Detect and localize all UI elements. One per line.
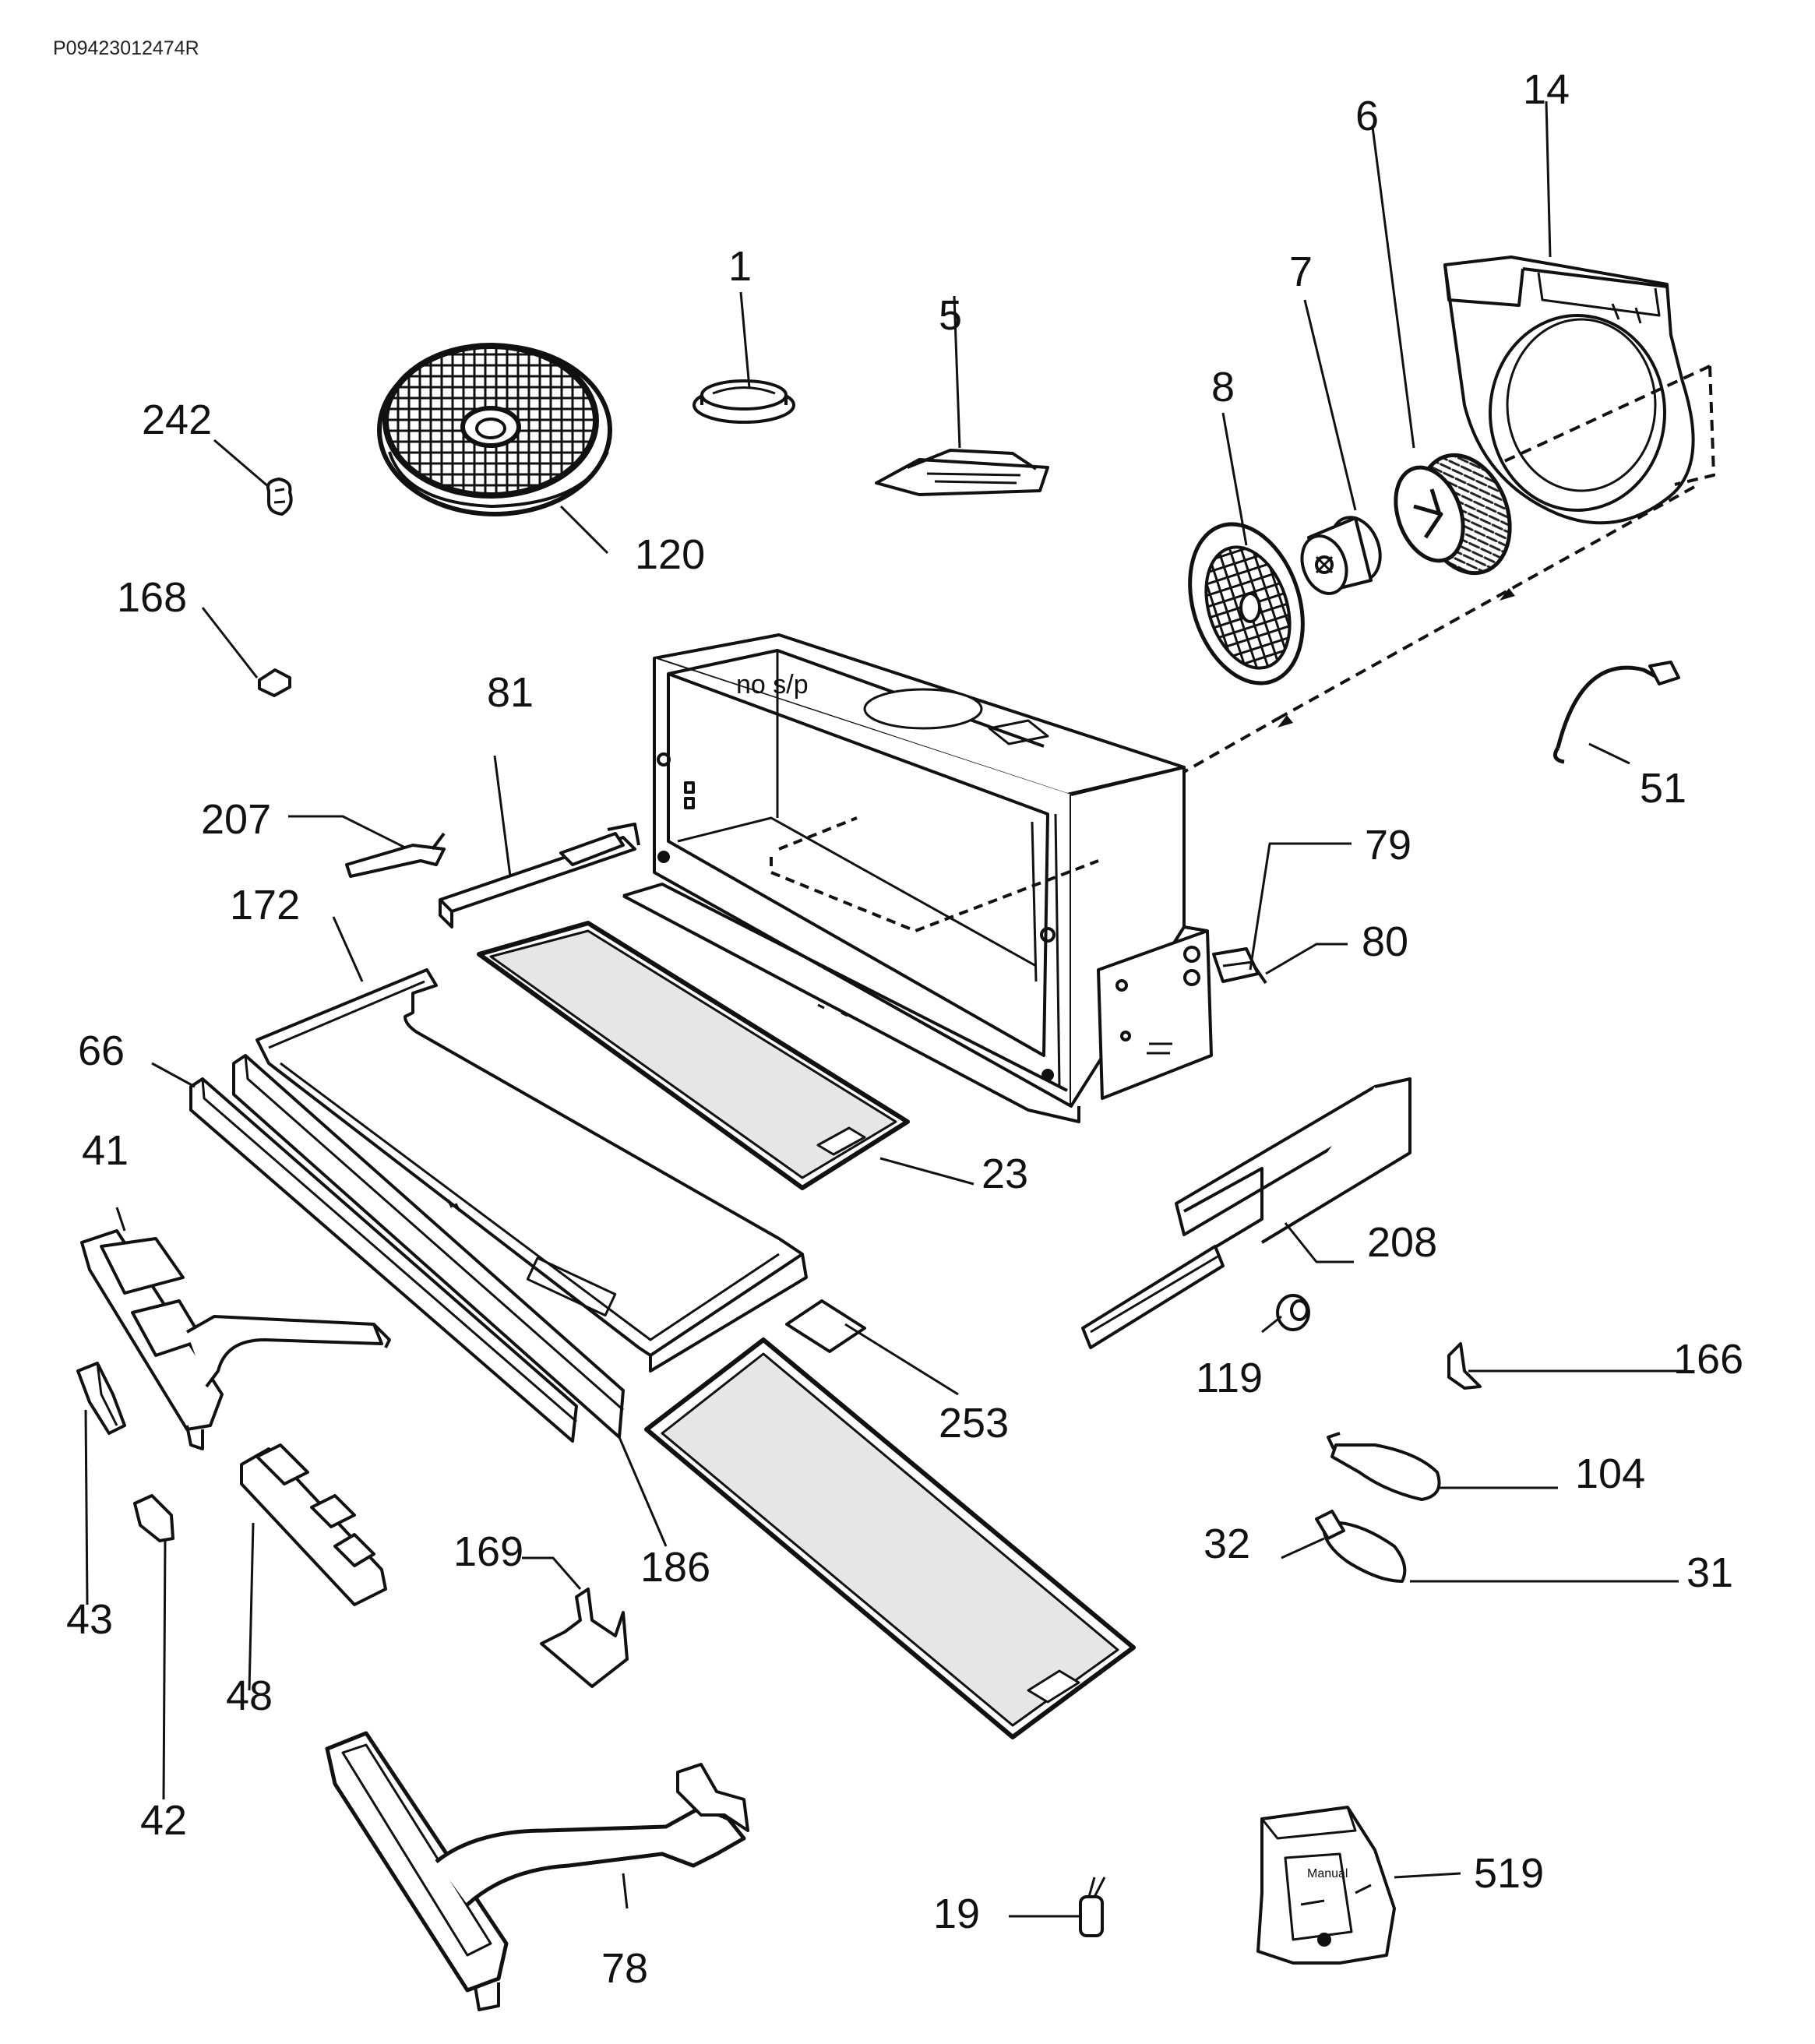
callout-51: 51 (1640, 765, 1687, 812)
motor-7 (1300, 516, 1382, 595)
callout-172: 172 (230, 882, 301, 929)
hood-housing-body (622, 633, 1186, 1123)
callout-79: 79 (1365, 822, 1412, 869)
callout-42: 42 (140, 1797, 188, 1844)
lamp-cover-104 (1327, 1432, 1441, 1501)
parts-bag-519 (1256, 1806, 1396, 1965)
callout-168: 168 (117, 574, 188, 621)
callout-104: 104 (1575, 1450, 1646, 1497)
flap-5 (875, 449, 1049, 496)
bracket-169 (540, 1588, 629, 1688)
blower-housing-14 (1443, 256, 1695, 525)
rail-81 (439, 823, 640, 929)
callout-119: 119 (1196, 1355, 1263, 1401)
callout-31: 31 (1686, 1549, 1734, 1596)
callout-48: 48 (226, 1672, 273, 1719)
plate-253 (785, 1299, 866, 1353)
clip-166 (1447, 1342, 1482, 1390)
callout-208: 208 (1367, 1219, 1438, 1266)
trim-186 (232, 1054, 625, 1439)
bracket-207 (345, 832, 446, 878)
no-spare-part-note: no s/p (736, 670, 809, 700)
callout-43: 43 (66, 1596, 114, 1643)
cap-1 (693, 379, 795, 424)
frame-172 (256, 968, 808, 1373)
callout-166: 166 (1673, 1336, 1744, 1383)
callout-120: 120 (635, 531, 706, 578)
callout-80: 80 (1362, 918, 1409, 965)
fan-grille-8 (1188, 522, 1305, 685)
capacitor-19 (1079, 1877, 1106, 1937)
bracket-48 (240, 1443, 387, 1606)
callout-66: 66 (78, 1027, 125, 1074)
clip-242 (266, 478, 293, 516)
slide-rail-208 (1081, 1077, 1411, 1349)
callout-253: 253 (939, 1400, 1010, 1447)
document-id: P09423012474R (53, 37, 199, 59)
callout-81: 81 (487, 669, 534, 716)
grease-filter-23 (477, 921, 910, 1190)
cable-51 (1552, 661, 1680, 764)
knob-119 (1276, 1294, 1310, 1331)
callout-14: 14 (1523, 66, 1570, 113)
callout-6: 6 (1355, 93, 1380, 139)
callout-7: 7 (1289, 248, 1313, 295)
control-panel (1097, 925, 1213, 1100)
inner-dashed-path (770, 816, 1099, 932)
bulb-31-32 (1315, 1510, 1407, 1583)
grease-filter-lower (644, 1337, 1136, 1739)
callout-169: 169 (453, 1528, 524, 1575)
clip-42 (133, 1494, 174, 1542)
manual-label: Manual (1307, 1867, 1348, 1880)
callout-186: 186 (640, 1544, 711, 1591)
callout-5: 5 (939, 292, 963, 339)
callout-207: 207 (201, 796, 272, 843)
clip-168 (258, 668, 291, 697)
callout-19: 19 (933, 1891, 981, 1937)
callout-242: 242 (142, 396, 213, 443)
bracket-41 (80, 1229, 391, 1450)
switch-79-80 (1212, 947, 1267, 985)
callout-8: 8 (1211, 364, 1235, 411)
callout-78: 78 (601, 1945, 649, 1992)
leader-lines (84, 100, 1686, 1918)
callout-41: 41 (82, 1127, 129, 1174)
callout-32: 32 (1204, 1521, 1251, 1567)
clip-43 (76, 1362, 126, 1435)
callout-23: 23 (982, 1151, 1029, 1197)
callout-1: 1 (728, 243, 752, 290)
impeller-6 (1394, 453, 1512, 576)
carbon-filter-120 (377, 343, 612, 516)
trim-66 (189, 1077, 578, 1443)
bracket-78 (325, 1731, 749, 2011)
callout-519: 519 (1474, 1850, 1545, 1897)
